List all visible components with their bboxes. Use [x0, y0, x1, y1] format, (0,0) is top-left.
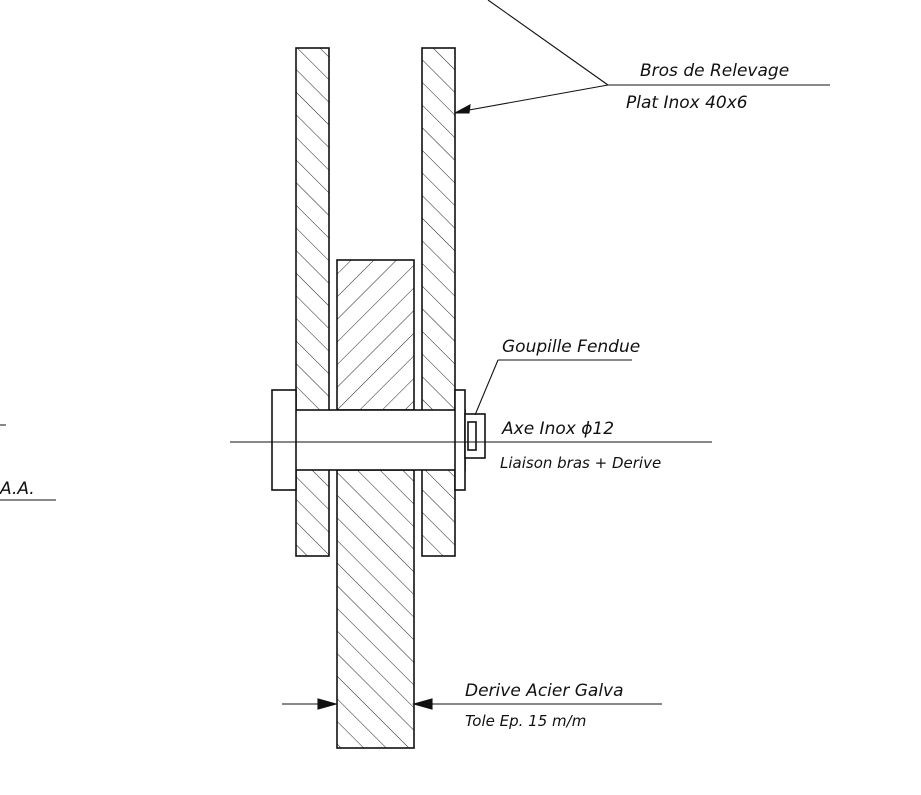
left-arm-plate [295, 47, 330, 557]
section-mark-label: A.A. [0, 479, 35, 499]
axle [271, 389, 486, 491]
axle-note-label: Liaison bras + Derive [500, 454, 661, 472]
keel-title-label: Derive Acier Galva [465, 681, 624, 701]
keel-note-label: Tole Ep. 15 m/m [465, 712, 586, 730]
pin-title-label: Goupille Fendue [502, 337, 640, 357]
keel-lower-plate [336, 469, 415, 749]
axle-title-label: Axe Inox ϕ12 [501, 419, 614, 439]
arm-leader [454, 0, 830, 114]
arm-title-label: Bros de Relevage [640, 61, 789, 81]
pin-leader [474, 359, 632, 416]
arm-material-label: Plat Inox 40x6 [626, 93, 748, 113]
keel-thickness-dimension [282, 698, 662, 710]
keel-upper-block [336, 259, 415, 411]
right-arm-plate [421, 47, 456, 557]
